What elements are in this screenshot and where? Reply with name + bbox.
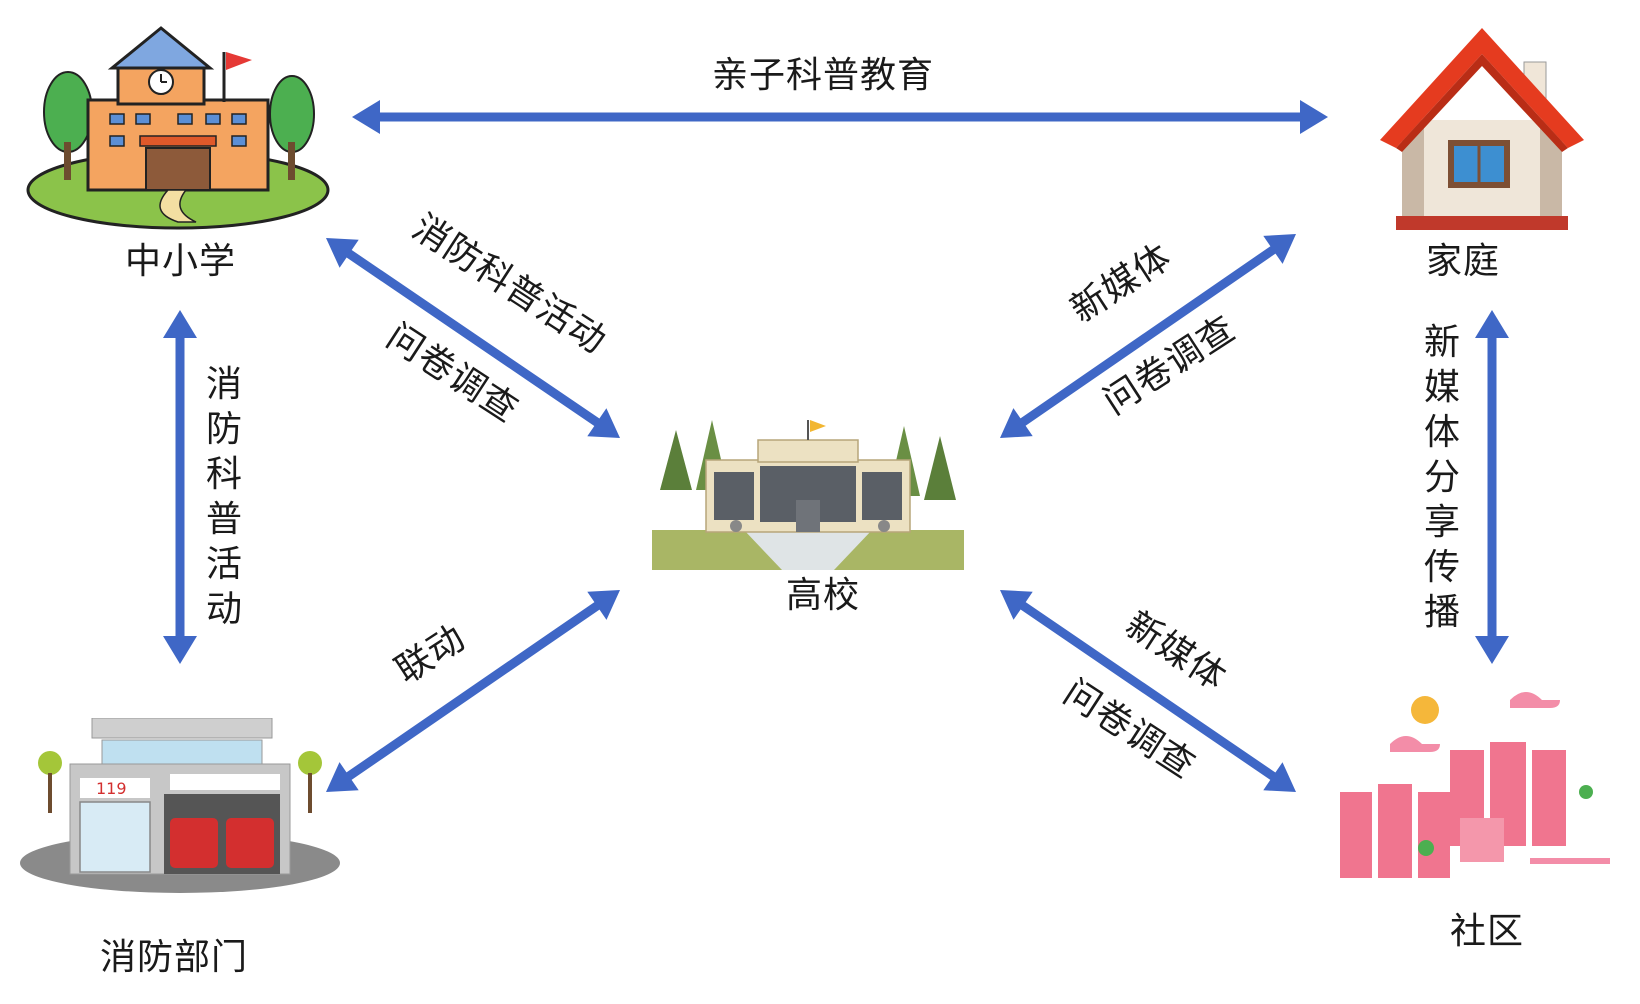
- arrow-school-fire: [163, 310, 197, 664]
- arrow-home-community: [1475, 310, 1509, 664]
- arrow-school-home: [352, 100, 1328, 134]
- edge-label-home-community: 新媒体分享传播: [1423, 322, 1460, 633]
- school-icon: [26, 26, 330, 230]
- arrow-college-community: [1000, 590, 1296, 792]
- node-label-school: 中小学: [125, 241, 237, 282]
- node-label-home: 家庭: [1426, 241, 1501, 282]
- fire-station-icon: 119: [20, 718, 340, 893]
- arrow-home-college: [1000, 234, 1296, 438]
- node-label-fire: 消防部门: [100, 937, 249, 978]
- arrow-fire-college: [326, 590, 620, 792]
- edge-label-school-home: 亲子科普教育: [712, 55, 935, 96]
- house-icon: [1380, 28, 1584, 230]
- node-label-college: 高校: [786, 575, 861, 616]
- arrow-school-college: [326, 238, 620, 438]
- edge-label-school-fire: 消防科普活动: [205, 364, 242, 630]
- svg-text:119: 119: [96, 779, 127, 798]
- node-label-community: 社区: [1450, 911, 1525, 952]
- community-icon: [1340, 692, 1610, 878]
- university-icon: [652, 420, 964, 570]
